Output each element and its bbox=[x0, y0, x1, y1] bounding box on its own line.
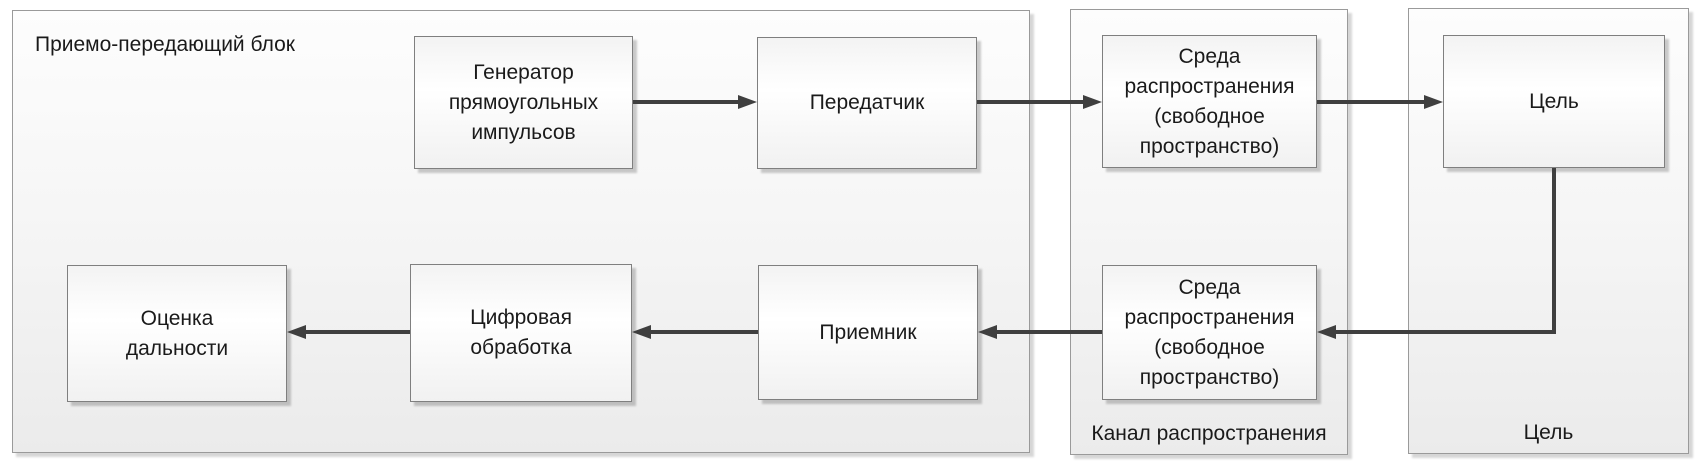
block-propagation-medium-top: Среда распространения (свободное простра… bbox=[1102, 35, 1317, 168]
block-target: Цель bbox=[1443, 35, 1665, 168]
block-digital-processing: Цифровая обработка bbox=[410, 264, 632, 402]
arrow-target-to-medium-bottom-vline bbox=[1552, 168, 1556, 334]
propagation-channel-label: Канал распространения bbox=[1091, 422, 1327, 445]
arrow-generator-to-transmitter-head bbox=[738, 95, 757, 109]
arrow-medium-top-to-target-line bbox=[1317, 100, 1425, 104]
arrow-transmitter-to-medium-top-head bbox=[1083, 95, 1102, 109]
arrow-target-to-medium-bottom-hline bbox=[1335, 330, 1556, 334]
arrow-generator-to-transmitter-line bbox=[633, 100, 740, 104]
block-receiver: Приемник bbox=[758, 265, 978, 400]
arrow-digital-processing-to-range-estimation-head bbox=[287, 325, 306, 339]
target-container-label: Цель bbox=[1523, 421, 1574, 444]
arrow-medium-top-to-target-head bbox=[1424, 95, 1443, 109]
arrow-digital-processing-to-range-estimation-line bbox=[305, 330, 410, 334]
transceiver-unit-label: Приемо-передающий блок bbox=[35, 33, 295, 56]
arrow-transmitter-to-medium-top-line bbox=[977, 100, 1084, 104]
arrow-receiver-to-digital-processing-head bbox=[632, 325, 651, 339]
arrow-medium-bottom-to-receiver-line bbox=[996, 330, 1102, 334]
block-propagation-medium-bottom: Среда распространения (свободное простра… bbox=[1102, 265, 1317, 400]
arrow-receiver-to-digital-processing-line bbox=[650, 330, 758, 334]
block-range-estimation: Оценка дальности bbox=[67, 265, 287, 402]
block-pulse-generator: Генератор прямоугольных импульсов bbox=[414, 36, 633, 169]
arrow-target-to-medium-bottom-head bbox=[1317, 325, 1336, 339]
block-transmitter: Передатчик bbox=[757, 37, 977, 169]
arrow-medium-bottom-to-receiver-head bbox=[978, 325, 997, 339]
